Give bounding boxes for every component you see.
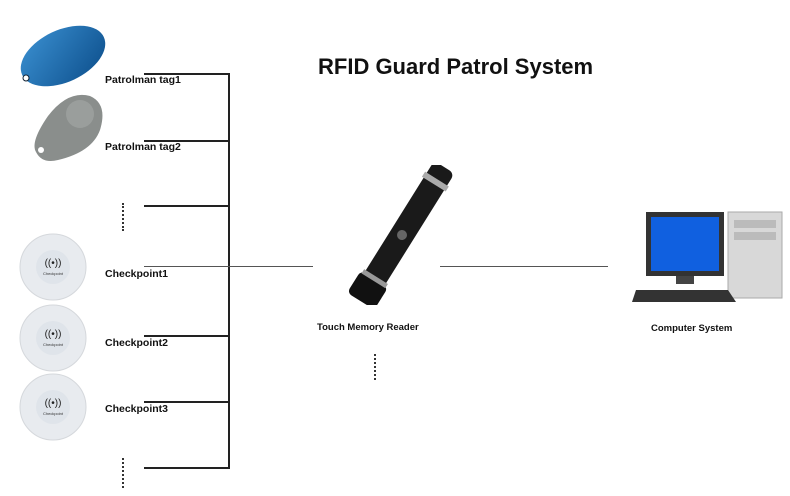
ellipsis-checkpoints xyxy=(122,458,124,488)
svg-text:((•)): ((•)) xyxy=(45,329,62,340)
connector-checkpoint1 xyxy=(144,266,313,267)
svg-text:Checkpoint: Checkpoint xyxy=(43,342,64,347)
checkpoint-disc-icon-1: ((•)) Checkpoint xyxy=(19,233,87,301)
connector-checkpoint2 xyxy=(144,335,230,337)
label-computer-system: Computer System xyxy=(651,323,733,334)
checkpoint-disc-icon-2: ((•)) Checkpoint xyxy=(19,304,87,372)
label-checkpoint3: Checkpoint3 xyxy=(105,403,169,415)
svg-text:Checkpoint: Checkpoint xyxy=(43,271,64,276)
label-touch-memory-reader: Touch Memory Reader xyxy=(317,322,419,333)
checkpoint-disc-icon-3: ((•)) Checkpoint xyxy=(19,373,87,441)
connector-reader-computer xyxy=(440,266,608,267)
ellipsis-readers xyxy=(374,354,376,380)
connector-checkpoint3 xyxy=(144,401,230,403)
connector-tag1 xyxy=(144,73,230,75)
computer-system-icon xyxy=(632,211,783,302)
ellipsis-tags xyxy=(122,203,124,231)
svg-text:Checkpoint: Checkpoint xyxy=(43,411,64,416)
connector-more-checkpoints xyxy=(144,467,230,469)
label-checkpoint2: Checkpoint2 xyxy=(105,337,169,349)
label-patrolman-tag2: Patrolman tag2 xyxy=(105,141,181,153)
gray-teardrop-tag-icon xyxy=(34,94,103,161)
label-patrolman-tag1: Patrolman tag1 xyxy=(105,74,181,86)
svg-text:((•)): ((•)) xyxy=(45,398,62,409)
diagram-title: RFID Guard Patrol System xyxy=(318,54,594,79)
svg-text:((•)): ((•)) xyxy=(45,258,62,269)
connector-more-tags xyxy=(144,205,230,207)
touch-memory-reader-icon xyxy=(348,165,453,305)
bus-line xyxy=(228,73,230,469)
label-checkpoint1: Checkpoint1 xyxy=(105,268,169,280)
connector-tag2 xyxy=(144,140,230,142)
blue-oval-tag-icon xyxy=(20,25,106,87)
